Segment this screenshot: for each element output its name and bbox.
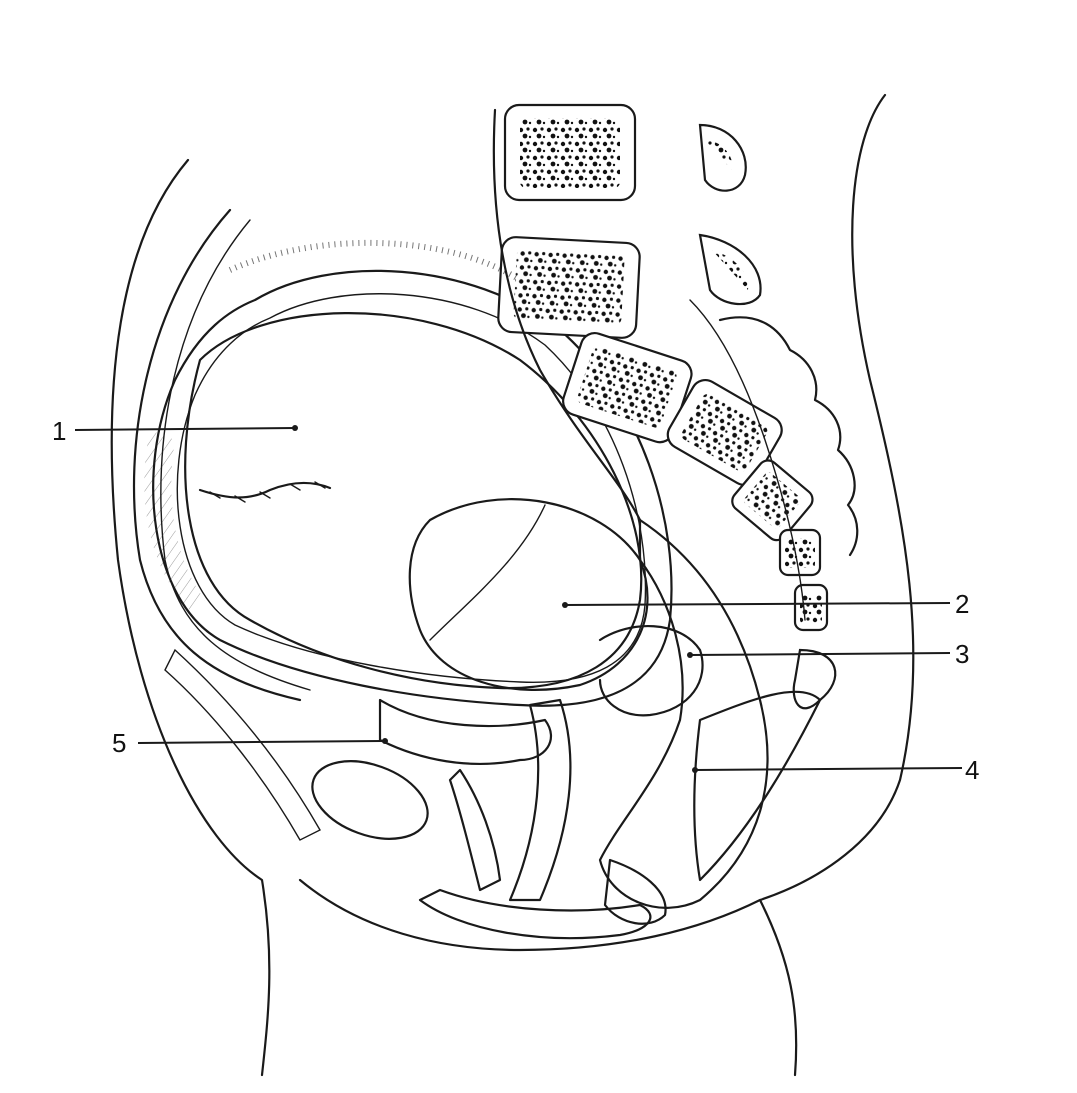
urethra (450, 770, 500, 890)
label-5-group: 5 (112, 728, 388, 758)
vertebral-column (498, 105, 836, 708)
abdominal-wall-inner (161, 220, 310, 690)
label-2: 2 (955, 589, 969, 619)
fetal-suture (430, 505, 545, 640)
perineum (420, 890, 650, 938)
label-3: 3 (955, 639, 969, 669)
lower-abdominal-muscles (165, 650, 320, 840)
peritoneum-top (230, 243, 520, 280)
label-4-group: 4 (692, 755, 979, 785)
rectum (600, 520, 768, 908)
uterus-inner-wall (177, 294, 645, 683)
uterine-wall-hatching (144, 430, 205, 610)
label-2-group: 2 (562, 589, 969, 619)
cervix (600, 626, 703, 715)
vagina (510, 700, 570, 900)
label-4: 4 (965, 755, 979, 785)
pelvic-floor-muscles (694, 692, 820, 880)
label-1-group: 1 (52, 416, 298, 446)
label-5: 5 (112, 728, 126, 758)
fetal-head (410, 499, 648, 690)
pubic-symphysis (302, 747, 439, 854)
label-1: 1 (52, 416, 66, 446)
anal-sphincter (605, 860, 666, 924)
spinous-processes (700, 125, 761, 304)
bladder (380, 700, 551, 764)
